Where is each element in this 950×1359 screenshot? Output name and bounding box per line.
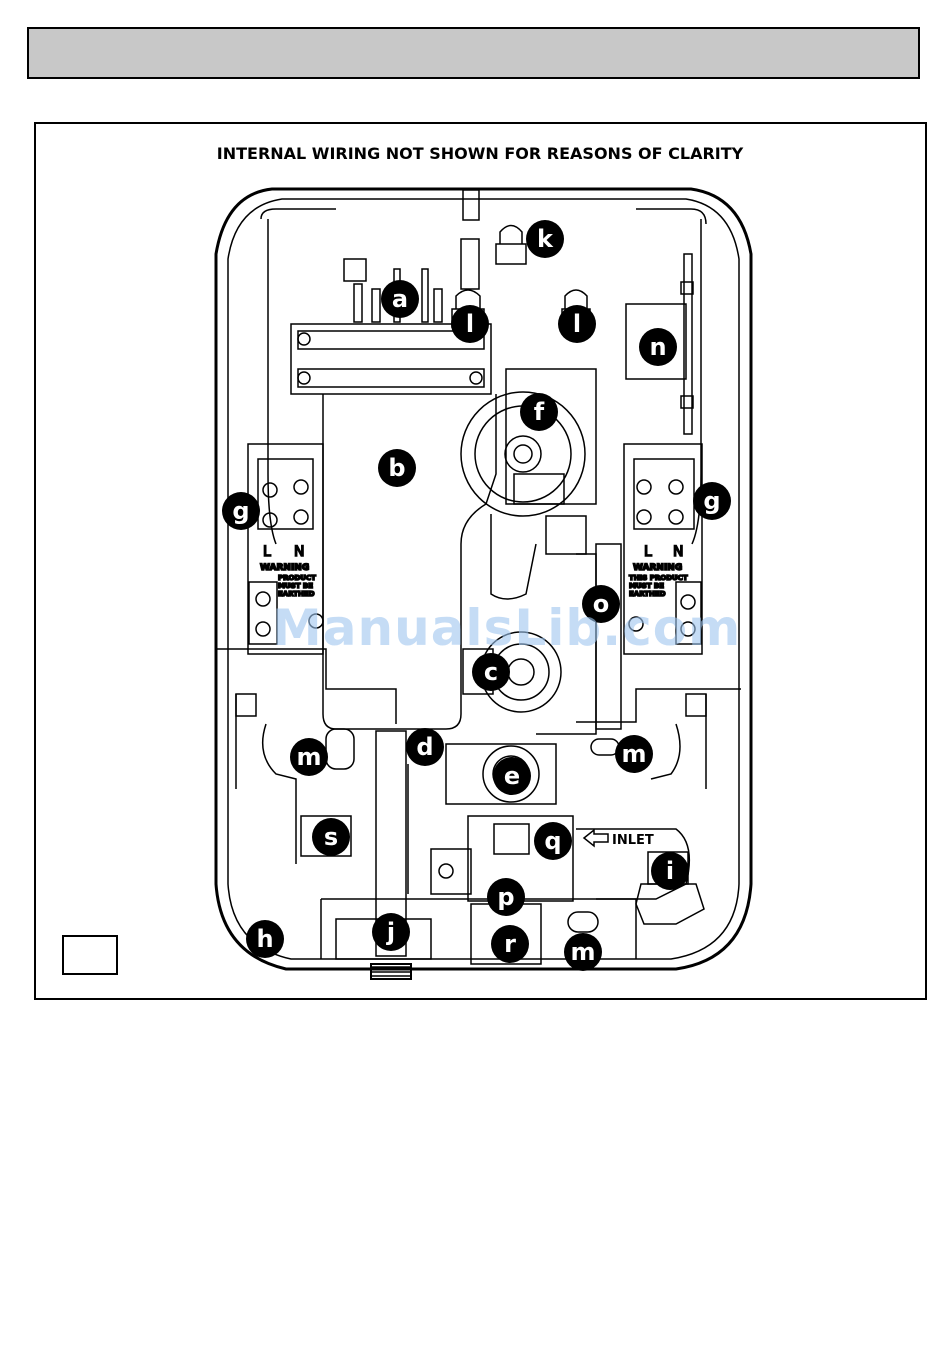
inlet-marker: INLET <box>584 830 654 848</box>
svg-text:e: e <box>504 762 520 790</box>
svg-text:d: d <box>416 733 433 761</box>
unit-diagram: L N WARNING PRODUCT MUST BE EARTHED L N … <box>36 124 924 997</box>
svg-text:c: c <box>484 658 498 686</box>
svg-text:i: i <box>666 857 674 885</box>
left-n-label: N <box>294 544 304 560</box>
inlet-label: INLET <box>612 833 654 848</box>
svg-text:a: a <box>392 285 408 313</box>
callout-a: a <box>381 280 419 318</box>
svg-text:p: p <box>497 883 514 911</box>
callout-h: h <box>246 920 284 958</box>
watermark: ManualsLib.com <box>272 599 741 657</box>
callout-r: r <box>491 925 529 963</box>
left-warning-line3: EARTHED <box>278 590 315 598</box>
callout-m-bottom: m <box>564 933 602 971</box>
left-warning-label: WARNING <box>260 563 309 573</box>
right-l-label: L <box>644 544 652 560</box>
svg-text:l: l <box>466 310 474 338</box>
callout-k: k <box>526 220 564 258</box>
callout-m-left: m <box>290 738 328 776</box>
lower-frame <box>216 649 741 979</box>
callout-f: f <box>520 393 558 431</box>
svg-text:q: q <box>544 827 561 855</box>
svg-text:l: l <box>573 310 581 338</box>
heater-tank <box>323 394 496 729</box>
callout-s: s <box>312 818 350 856</box>
callout-e: e <box>493 757 531 795</box>
callout-c: c <box>472 653 510 691</box>
svg-text:g: g <box>232 497 249 525</box>
right-warning-label: WARNING <box>633 563 682 573</box>
svg-text:s: s <box>324 823 338 851</box>
callout-p: p <box>487 878 525 916</box>
svg-text:g: g <box>703 487 720 515</box>
callout-j: j <box>372 913 410 951</box>
svg-text:j: j <box>386 918 395 946</box>
callout-g-left: g <box>222 492 260 530</box>
callout-l-left: l <box>451 305 489 343</box>
svg-text:n: n <box>649 333 666 361</box>
callout-m-right: m <box>615 735 653 773</box>
callout-b: b <box>378 449 416 487</box>
right-warning-line1: THIS PRODUCT <box>629 574 688 582</box>
svg-text:b: b <box>388 454 405 482</box>
right-warning-line2: MUST BE <box>629 582 664 590</box>
header-bar <box>27 27 920 79</box>
callout-i: i <box>651 852 689 890</box>
svg-text:f: f <box>534 398 545 426</box>
left-l-label: L <box>263 544 271 560</box>
svg-text:m: m <box>296 743 321 771</box>
callout-q: q <box>534 822 572 860</box>
callout-l-right: l <box>558 305 596 343</box>
right-warning-line3: EARTHED <box>629 590 666 598</box>
svg-text:m: m <box>570 938 595 966</box>
callout-n: n <box>639 328 677 366</box>
left-warning-line1: PRODUCT <box>278 574 316 582</box>
left-warning-line2: MUST BE <box>278 582 313 590</box>
diagram-frame: INTERNAL WIRING NOT SHOWN FOR REASONS OF… <box>34 122 927 1000</box>
right-n-label: N <box>673 544 683 560</box>
svg-text:k: k <box>537 225 554 253</box>
svg-text:h: h <box>256 925 273 953</box>
svg-text:m: m <box>621 740 646 768</box>
svg-text:r: r <box>504 930 516 958</box>
callout-g-right: g <box>693 482 731 520</box>
page-number-box <box>62 935 118 975</box>
callout-d: d <box>406 728 444 766</box>
